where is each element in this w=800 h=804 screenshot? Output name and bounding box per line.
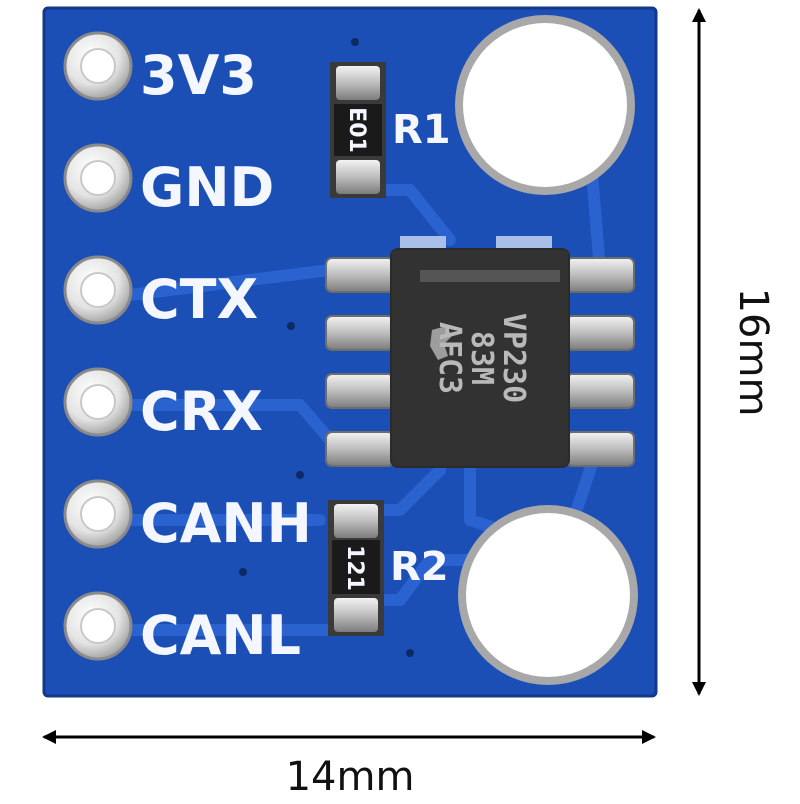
- pin-label-canh: CANH: [140, 492, 312, 555]
- height-dimension-label: 16mm: [730, 288, 776, 417]
- pin-pad: [63, 255, 133, 325]
- resistor-r2: [328, 500, 384, 636]
- chip-logo-icon: [430, 326, 452, 360]
- width-dimension-label: 14mm: [286, 754, 415, 800]
- pin-label-ctx: CTX: [140, 268, 258, 331]
- pcb-vias: [239, 38, 414, 657]
- resistor-r2-designator: R2: [390, 544, 449, 590]
- resistor-r1: [330, 62, 386, 198]
- pin-pad: [63, 479, 133, 549]
- ic-chip: [390, 236, 570, 468]
- chip-pins: [325, 257, 635, 467]
- chip-pin-left: [325, 257, 395, 293]
- resistor-r1-marking: E01: [344, 107, 369, 153]
- chip-pin-right: [565, 431, 635, 467]
- pin-header: [63, 31, 133, 661]
- pin-pad: [63, 591, 133, 661]
- mounting-hole-bottom: [458, 505, 638, 685]
- chip-pin-left: [325, 315, 395, 351]
- pin-pad: [63, 143, 133, 213]
- pin-label-crx: CRX: [140, 380, 263, 443]
- chip-marking-line-3: AFC3: [432, 322, 467, 394]
- chip-pin-left: [325, 373, 395, 409]
- pin-labels: 3V3 GND CTX CRX CANH CANL: [140, 44, 312, 667]
- chip-pin-left: [325, 431, 395, 467]
- chip-pin-right: [565, 257, 635, 293]
- pin-pad: [63, 367, 133, 437]
- pin-label-gnd: GND: [140, 156, 274, 219]
- chip-pin-right: [565, 315, 635, 351]
- resistor-r2-marking: 121: [342, 545, 367, 591]
- pin-label-canl: CANL: [140, 604, 301, 667]
- pcb-edge: [42, 6, 658, 698]
- pin-pad: [63, 31, 133, 101]
- chip-pin-right: [565, 373, 635, 409]
- resistor-r1-designator: R1: [392, 107, 451, 153]
- chip-marking-line-2: 83M: [464, 331, 499, 385]
- mounting-hole-top: [455, 15, 635, 195]
- chip-marking-line-1: VP230: [496, 313, 531, 403]
- pin-label-3v3: 3V3: [140, 44, 257, 107]
